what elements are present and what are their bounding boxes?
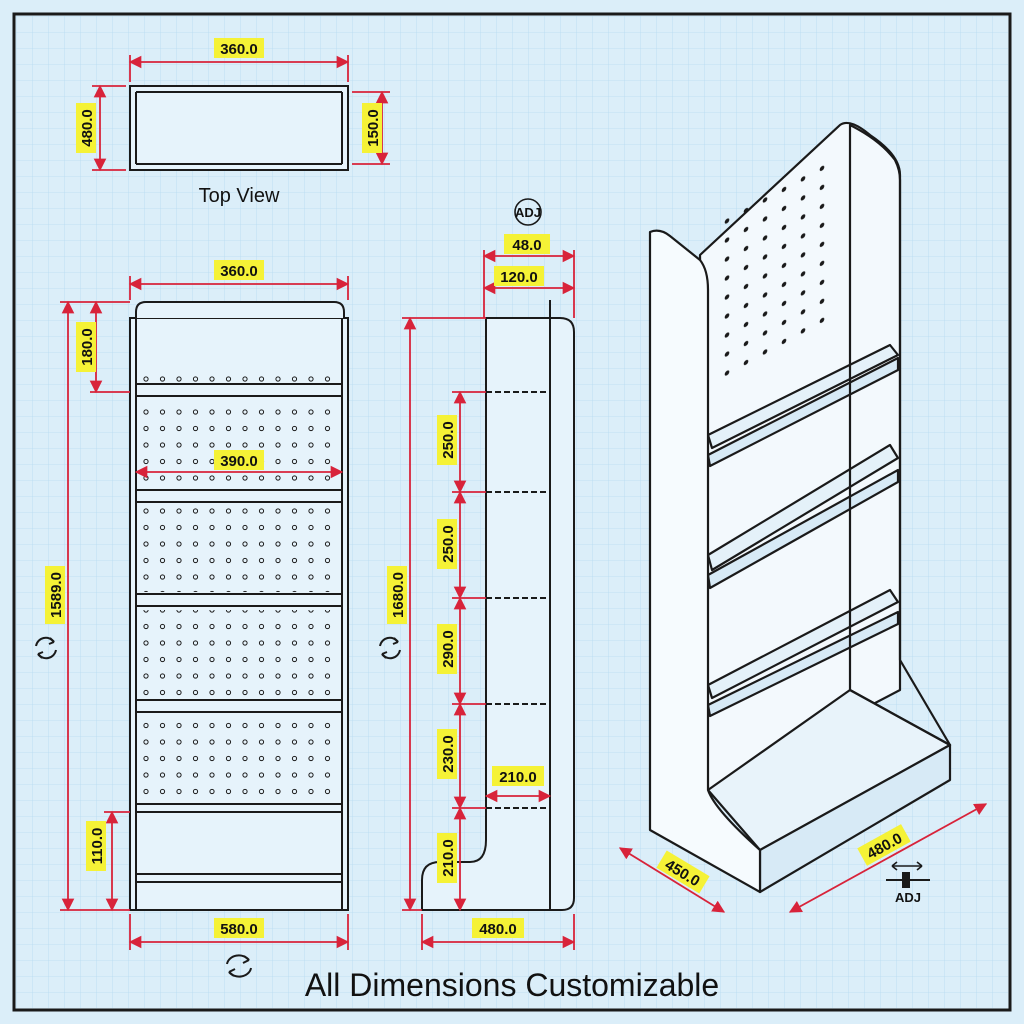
- front-top-width: 360.0: [220, 263, 258, 280]
- side-adj-icon: ADJ: [514, 198, 542, 226]
- side-bottom-depth: 480.0: [479, 921, 517, 938]
- front-inner-width-label: 390.0: [214, 450, 264, 470]
- side-total-height: 1680.0: [390, 572, 407, 618]
- sheet-border: [12, 12, 1012, 1012]
- front-top-width-label: 360.0: [214, 260, 264, 280]
- side-top-depth-label: 48.0: [504, 234, 550, 254]
- top-view-width-label: 360.0: [214, 38, 264, 58]
- top-view-inner-depth: 150.0: [365, 109, 382, 147]
- front-view: [129, 301, 349, 911]
- rotate-icon: [35, 636, 57, 660]
- side-gap-1: 250.0: [440, 421, 457, 459]
- side-step-height-label: 210.0: [437, 833, 457, 883]
- front-view-pegboard: [140, 372, 336, 802]
- top-view-caption: Top View: [199, 185, 280, 207]
- side-upper-depth-label: 120.0: [494, 266, 544, 286]
- front-total-height: 1589.0: [48, 572, 65, 618]
- side-gap-4: 230.0: [440, 735, 457, 773]
- front-total-height-label: 1589.0: [45, 566, 65, 624]
- side-view: [421, 300, 575, 911]
- side-gap-2-label: 250.0: [437, 519, 457, 569]
- top-view: [129, 85, 349, 171]
- side-gap-4-label: 230.0: [437, 729, 457, 779]
- iso-adj-icon: ADJ: [886, 861, 930, 905]
- side-upper-depth: 120.0: [500, 269, 538, 286]
- rotate-icon: [226, 954, 252, 978]
- rotate-icon: [379, 636, 401, 660]
- iso-adj-label: ADJ: [895, 890, 921, 905]
- side-gap-1-label: 250.0: [437, 415, 457, 465]
- front-bottom-width: 580.0: [220, 921, 258, 938]
- top-view-depth-label: 480.0: [76, 103, 96, 153]
- side-bottom-depth-label: 480.0: [472, 918, 524, 938]
- front-base-height: 110.0: [89, 828, 106, 865]
- side-gap-3-label: 290.0: [437, 624, 457, 674]
- side-gap-3: 290.0: [440, 630, 457, 668]
- side-step-depth: 210.0: [499, 769, 537, 786]
- front-view-dimensions: [60, 276, 350, 950]
- front-inner-width: 390.0: [220, 453, 258, 470]
- side-top-depth: 48.0: [512, 237, 541, 254]
- front-header-height: 180.0: [79, 328, 96, 366]
- front-bottom-width-label: 580.0: [214, 918, 264, 938]
- side-adj-label: ADJ: [515, 205, 541, 220]
- side-total-height-label: 1680.0: [387, 566, 407, 624]
- top-view-depth: 480.0: [79, 109, 96, 147]
- front-base-height-label: 110.0: [86, 821, 106, 871]
- side-gap-2: 250.0: [440, 525, 457, 563]
- top-view-inner-label: 150.0: [362, 103, 382, 153]
- top-view-width: 360.0: [220, 41, 258, 58]
- front-header-height-label: 180.0: [76, 322, 96, 372]
- side-step-depth-label: 210.0: [492, 766, 544, 786]
- drawing-title: All Dimensions Customizable: [305, 967, 719, 1003]
- side-view-dimensions: [402, 249, 576, 950]
- iso-dimensions: [618, 803, 988, 913]
- side-step-height: 210.0: [440, 839, 457, 877]
